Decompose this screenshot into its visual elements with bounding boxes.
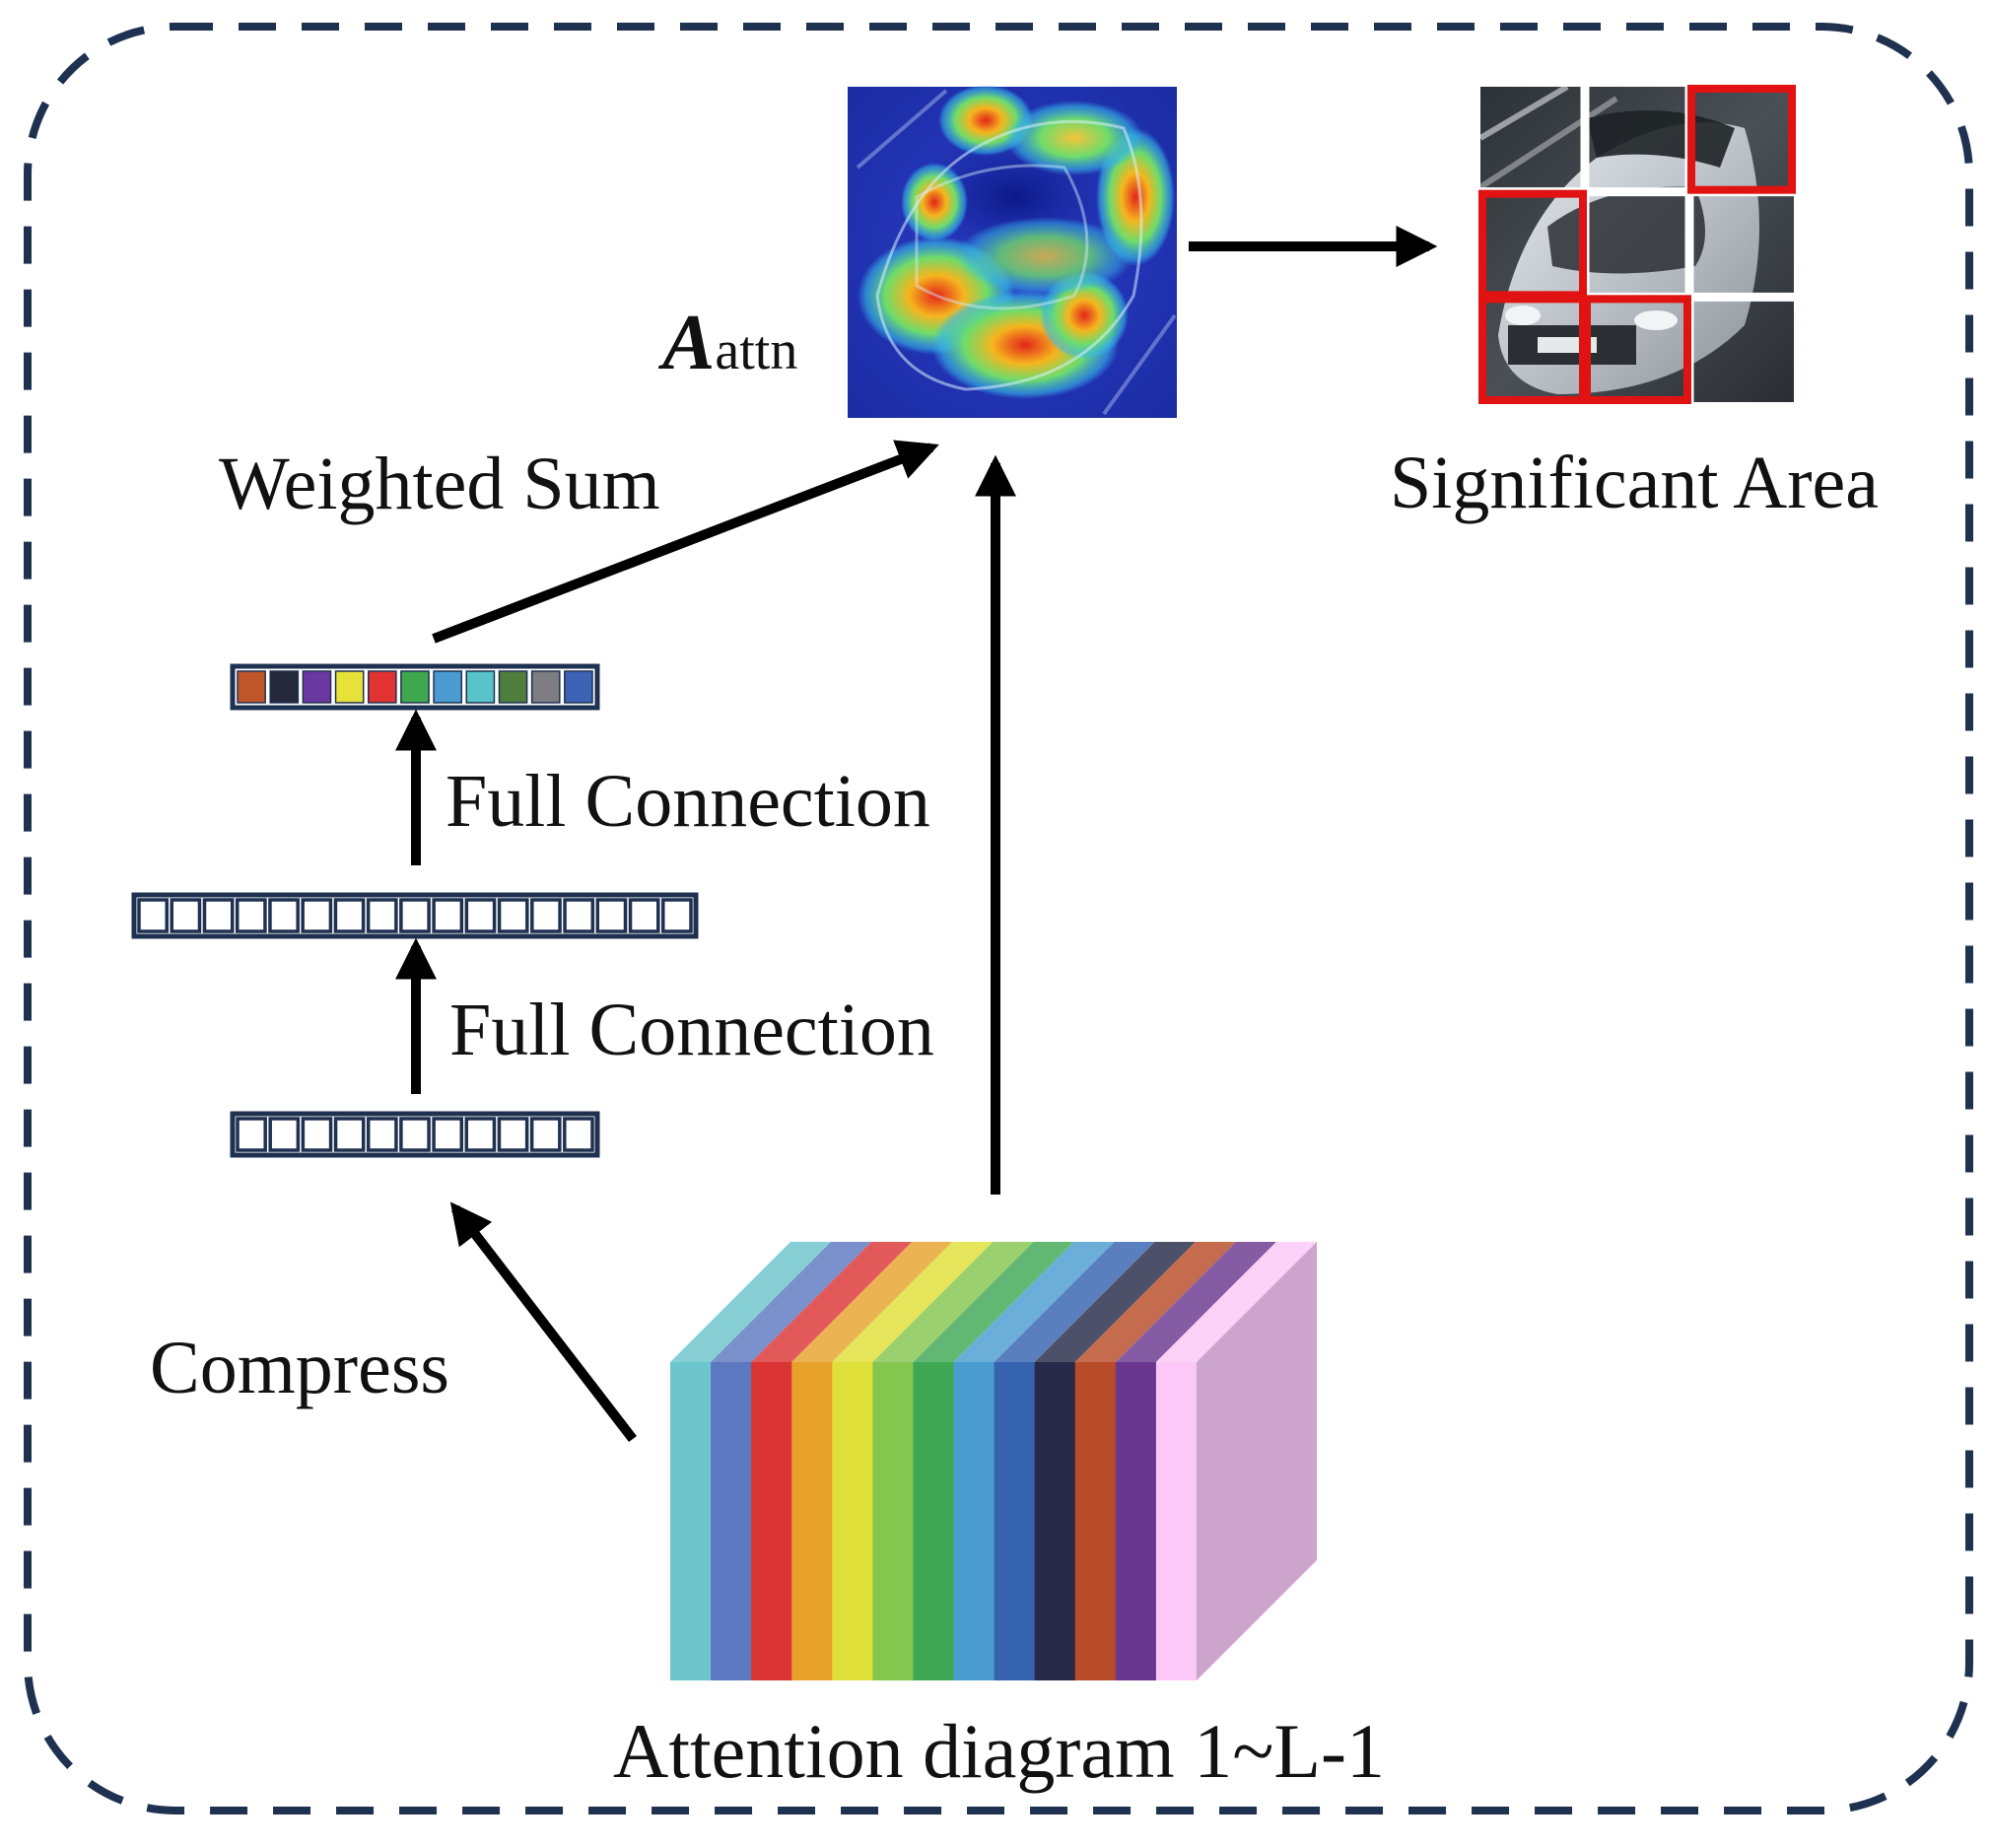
hidden-vector-cell xyxy=(202,898,235,933)
attn-matrix-label: Aattn xyxy=(662,304,797,382)
compressed-vector-cell xyxy=(333,1117,366,1152)
stack-slice-top xyxy=(1074,1242,1236,1362)
attn-subscript: attn xyxy=(715,320,798,381)
weighted-sum-label: Weighted Sum xyxy=(219,443,660,525)
stack-slice-top xyxy=(1155,1242,1317,1362)
hidden-vector-cell xyxy=(432,898,464,933)
hidden-vector-cell xyxy=(137,898,169,933)
stack-slice-top xyxy=(1115,1242,1276,1362)
arrow-compress xyxy=(449,1201,637,1443)
stack-slice-front xyxy=(1115,1362,1157,1680)
outer-frame xyxy=(24,23,1973,1814)
compress-label: Compress xyxy=(150,1327,449,1409)
hidden-vector-cell xyxy=(170,898,202,933)
hidden-vector-cell xyxy=(595,898,628,933)
attention-heatmap-image xyxy=(848,85,1177,418)
highlight-box xyxy=(1478,189,1587,300)
weight-vector-cell xyxy=(530,670,561,704)
weight-vector-cell xyxy=(269,670,300,704)
highlight-box xyxy=(1583,295,1691,405)
full-connection-label-top: Full Connection xyxy=(446,760,930,843)
weight-vector-cell xyxy=(498,670,528,704)
weight-vector-cell xyxy=(237,670,266,704)
hidden-vector-cell xyxy=(268,898,300,933)
weight-vector-cell xyxy=(465,670,496,704)
hidden-vector-cell xyxy=(333,898,366,933)
compressed-vector-cell xyxy=(399,1117,431,1152)
compressed-vector-cell xyxy=(464,1117,497,1152)
weight-vector-cell xyxy=(400,670,430,704)
stack-slice-front xyxy=(953,1362,995,1680)
hidden-vector-cell xyxy=(235,898,267,933)
attention-diagram-stack xyxy=(670,1242,1317,1680)
weight-vector-cell xyxy=(334,670,365,704)
compressed-vector-cell xyxy=(529,1117,562,1152)
compressed-vector-cell xyxy=(301,1117,333,1152)
weight-vector-cell xyxy=(302,670,332,704)
weight-vector-cell xyxy=(367,670,397,704)
stack-side-face xyxy=(1197,1242,1317,1680)
stack-slice-front xyxy=(832,1362,873,1680)
compressed-vector-cell xyxy=(563,1117,594,1152)
compressed-vector-cell xyxy=(236,1117,267,1152)
weight-vector-cell xyxy=(433,670,463,704)
hidden-vector-cell xyxy=(301,898,333,933)
hidden-vector-cell xyxy=(497,898,529,933)
compressed-vector-cell xyxy=(366,1117,398,1152)
hidden-vector-cell xyxy=(661,898,693,933)
stack-slice-front xyxy=(1155,1362,1198,1680)
hidden-vector-cell xyxy=(563,898,595,933)
significant-area-image xyxy=(1478,85,1796,405)
stack-slice-top xyxy=(832,1242,994,1362)
attention-diagram-label: Attention diagram 1~L-1 xyxy=(613,1708,1386,1794)
significant-area-label: Significant Area xyxy=(1390,442,1879,524)
stack-slice-top xyxy=(670,1242,832,1362)
stack-slice-front xyxy=(670,1362,712,1680)
stack-slice-front xyxy=(751,1362,792,1680)
stack-slice-front xyxy=(872,1362,915,1680)
stack-slice-top xyxy=(791,1242,953,1362)
weight-vector xyxy=(230,663,600,711)
stack-slice-front xyxy=(994,1362,1036,1680)
arrow-weighted-sum xyxy=(432,440,939,644)
hidden-vector-cell xyxy=(366,898,398,933)
stack-slice-top xyxy=(1034,1242,1196,1362)
compressed-vector xyxy=(230,1111,600,1158)
stack-slice-front xyxy=(791,1362,833,1680)
compressed-vector-cell xyxy=(432,1117,464,1152)
compressed-vector-cell xyxy=(268,1117,301,1152)
stack-slice-front xyxy=(1074,1362,1117,1680)
stack-slice-front xyxy=(913,1362,955,1680)
stack-slice-top xyxy=(711,1242,872,1362)
stack-slice-top xyxy=(751,1242,913,1362)
hidden-vector-cell xyxy=(628,898,660,933)
stack-slice-top xyxy=(872,1242,1034,1362)
hidden-vector-cell xyxy=(530,898,562,933)
weight-vector-cell xyxy=(564,670,593,704)
stack-slice-top xyxy=(953,1242,1115,1362)
stack-slice-top xyxy=(994,1242,1155,1362)
hidden-vector-cell xyxy=(464,898,497,933)
full-connection-label-bottom: Full Connection xyxy=(449,989,934,1071)
highlight-box xyxy=(1687,85,1796,194)
compressed-vector-cell xyxy=(497,1117,529,1152)
stack-slice-top xyxy=(913,1242,1074,1362)
stack-slice-front xyxy=(711,1362,752,1680)
hidden-vector xyxy=(131,892,699,939)
stack-slice-front xyxy=(1034,1362,1076,1680)
attn-symbol: A xyxy=(662,300,716,386)
hidden-vector-cell xyxy=(399,898,431,933)
